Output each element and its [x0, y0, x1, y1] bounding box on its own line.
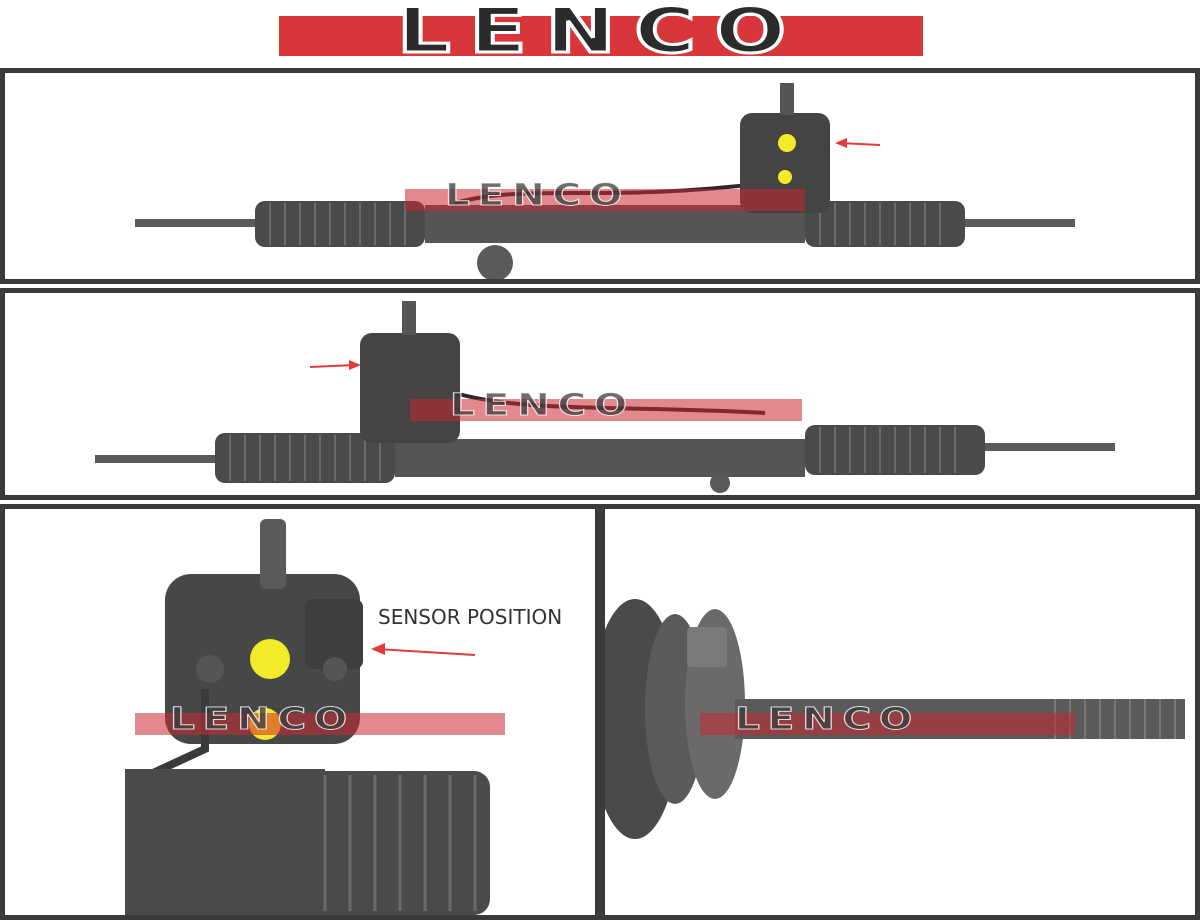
yellow-cap	[778, 134, 796, 152]
rack-housing	[125, 769, 325, 915]
boot-left	[215, 433, 395, 483]
mount-boss	[477, 245, 513, 279]
rack-housing	[425, 205, 805, 243]
rack-rear-image	[95, 301, 1115, 493]
brand-logo: LENCO	[279, 0, 923, 69]
watermark-band	[405, 189, 805, 211]
valve-body	[740, 83, 830, 213]
tie-rod-right	[965, 219, 1075, 227]
clamp	[687, 627, 727, 667]
arrow-icon	[835, 138, 881, 148]
sensor-housing	[305, 599, 363, 669]
tie-rod-left	[95, 455, 215, 463]
boot-right	[805, 201, 965, 247]
watermark-band	[410, 399, 802, 421]
rod-thread	[1054, 699, 1176, 739]
arrow-icon	[371, 643, 476, 656]
valve-body	[165, 519, 363, 744]
tie-rod-right	[985, 443, 1115, 451]
valve-body	[360, 301, 460, 443]
watermark-band	[135, 713, 505, 735]
panel-rack-rear: LENCO	[0, 288, 1200, 500]
watermark-text: LENCO	[444, 178, 630, 213]
boot-right	[805, 425, 985, 475]
yellow-cap	[778, 170, 792, 184]
panel-rack-front: LENCO	[0, 68, 1200, 284]
rack-housing	[395, 439, 805, 477]
watermark-text: LENCO	[734, 702, 920, 737]
panel-valve-closeup: SENSOR POSITION LENCO	[0, 504, 600, 920]
yellow-cap	[250, 639, 290, 679]
watermark-band	[700, 713, 1075, 735]
valve-closeup-image	[125, 519, 490, 915]
boot-end	[605, 599, 745, 839]
sensor-position-label: SENSOR POSITION	[378, 605, 563, 629]
arrow-icon	[309, 360, 361, 370]
boot	[300, 771, 490, 915]
logo-band	[279, 16, 923, 56]
tie-rod-left	[135, 219, 255, 227]
watermark-text: LENCO	[169, 702, 355, 737]
logo-text: LENCO	[395, 0, 805, 69]
watermark-text: LENCO	[449, 388, 635, 423]
panel-tie-rod-closeup: LENCO	[600, 504, 1200, 920]
mount-boss	[710, 473, 730, 493]
rack-front-image	[135, 83, 1075, 279]
boot-left	[255, 201, 425, 247]
